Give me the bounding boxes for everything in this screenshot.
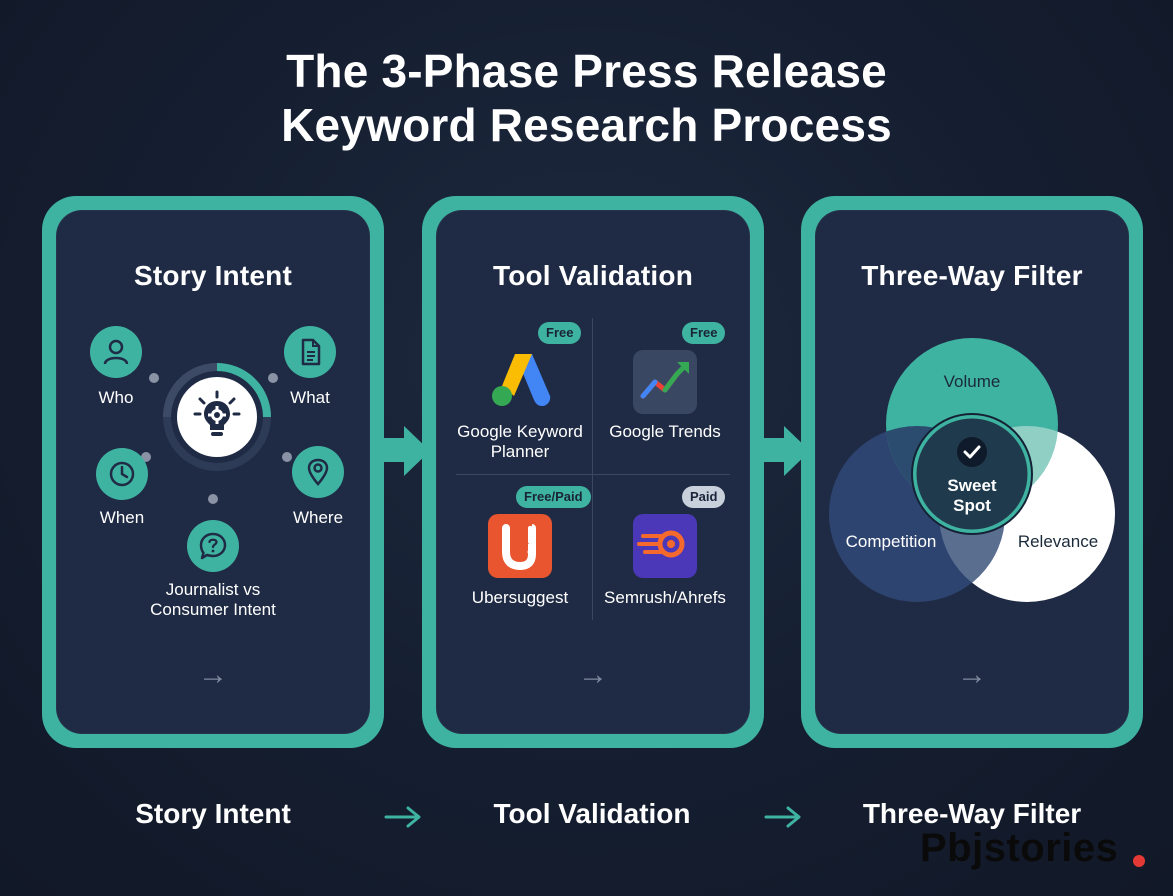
tool-name: Semrush/Ahrefs [604, 588, 726, 607]
title-line-2: Keyword Research Process [281, 99, 892, 151]
title-line-1: The 3-Phase Press Release [286, 45, 887, 97]
card-title: Story Intent [134, 260, 292, 291]
sweet-spot-line-1: Sweet [947, 476, 997, 495]
phase-card-inner: Story Intent [56, 210, 370, 734]
connector-dot [208, 494, 218, 504]
phase-card-inner: Three-Way Filter Volume Competition Rele… [815, 210, 1129, 734]
clock-icon [96, 448, 148, 500]
connector-dot [268, 373, 278, 383]
phase-card-story-intent: Story Intent [42, 196, 384, 748]
tool-name: Ubersuggest [471, 588, 569, 607]
venn-diagram [829, 338, 1115, 602]
sweet-spot-circle [911, 413, 1033, 535]
bottom-arrow-icon [384, 806, 421, 828]
card-next-arrow[interactable]: → [957, 658, 987, 691]
venn-label-competition: Competition [845, 532, 937, 551]
lightbulb-gear-icon [193, 390, 241, 436]
bottom-label-story-intent: Story Intent [135, 798, 291, 829]
connector-dot [141, 452, 151, 462]
google-ads-icon [492, 354, 551, 406]
document-icon [284, 326, 336, 378]
card-title: Three-Way Filter [861, 260, 1083, 291]
tool-badge: Free [682, 322, 726, 344]
watermark-dot [1133, 855, 1145, 867]
question-bubble-icon [187, 520, 239, 572]
watermark-logo: Pbjstories [920, 826, 1119, 870]
connector-dot [282, 452, 292, 462]
tool-name-line-2: Planner [490, 442, 550, 461]
sweet-spot-line-2: Spot [953, 496, 991, 515]
label-what: What [290, 388, 330, 407]
venn-label-relevance: Relevance [1017, 532, 1099, 551]
label-journalist-consumer: Journalist vs Consumer Intent [113, 580, 313, 620]
card-next-arrow[interactable]: → [198, 658, 228, 691]
person-icon [90, 326, 142, 378]
connector-dot [149, 373, 159, 383]
tool-name-line-1: Google Keyword [457, 422, 583, 441]
phase-connector-arrow-icon [370, 426, 430, 476]
checkmark-icon [957, 437, 987, 467]
grid-divider-horizontal [456, 474, 730, 475]
bottom-arrow-icon [764, 806, 801, 828]
ubersuggest-u-icon [488, 514, 552, 578]
tool-badge: Free [538, 322, 582, 344]
label-line-2: Consumer Intent [150, 600, 276, 619]
card-title: Tool Validation [492, 260, 694, 291]
grid-divider-vertical [592, 318, 593, 620]
bottom-label-tool-validation: Tool Validation [493, 798, 691, 829]
phase-connector-arrow-icon [750, 426, 810, 476]
central-hub [162, 362, 272, 472]
bottom-label-three-way-filter: Three-Way Filter [862, 798, 1082, 829]
label-who: Who [98, 388, 134, 407]
label-line-1: Journalist vs [165, 580, 261, 599]
label-where: Where [292, 508, 344, 527]
trends-chart-icon [633, 350, 697, 414]
card-next-arrow[interactable]: → [578, 658, 608, 691]
tool-badge: Free/Paid [516, 486, 591, 508]
label-when: When [99, 508, 145, 527]
semrush-flame-icon [633, 514, 697, 578]
phase-card-three-way-filter: Three-Way Filter Volume Competition Rele… [801, 196, 1143, 748]
venn-label-volume: Volume [943, 372, 1001, 391]
page-title: The 3-Phase Press Release Keyword Resear… [0, 44, 1173, 152]
location-pin-icon [292, 446, 344, 498]
phase-card-tool-validation: Tool Validation Free Google Keyword Plan… [422, 196, 764, 748]
sweet-spot-label: Sweet Spot [922, 476, 1022, 516]
tool-name: Google Trends [609, 422, 721, 441]
tool-name: Google Keyword Planner [436, 422, 604, 462]
tool-badge: Paid [682, 486, 726, 508]
phase-card-inner: Tool Validation Free Google Keyword Plan… [436, 210, 750, 734]
